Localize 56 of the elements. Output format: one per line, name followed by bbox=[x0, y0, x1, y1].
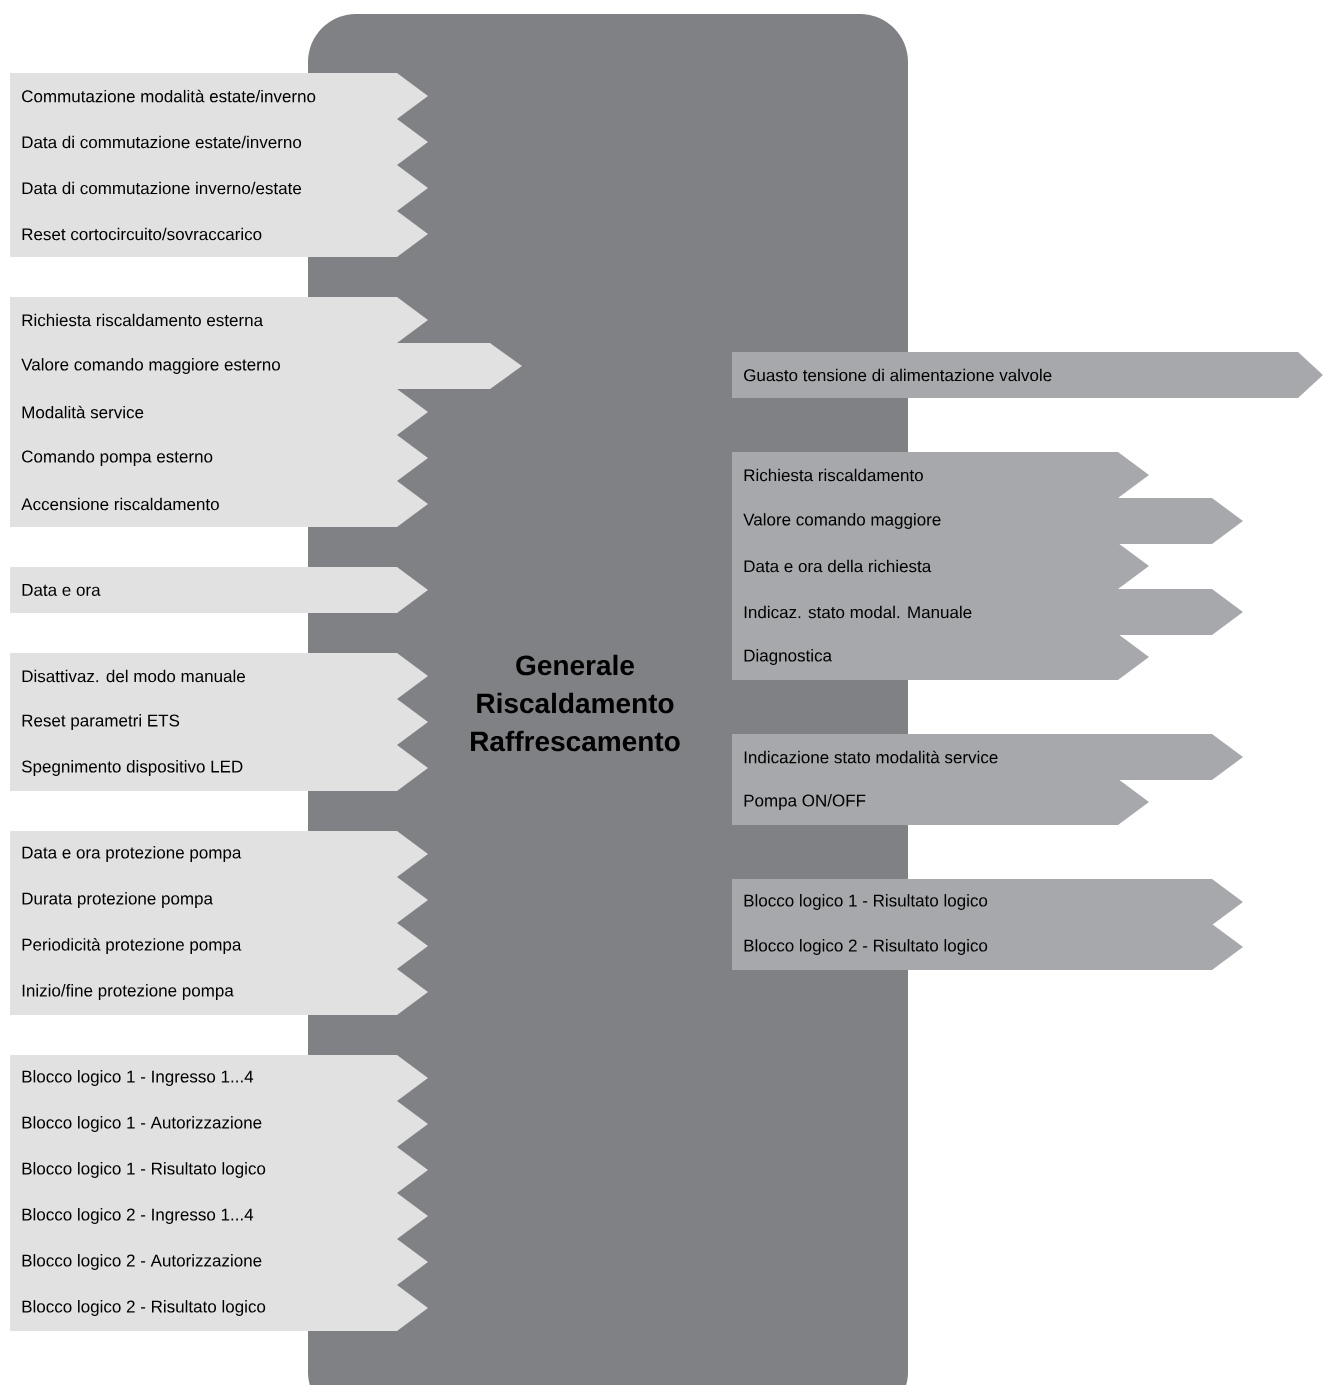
node-label: Durata protezione pompa bbox=[22, 892, 213, 908]
arrow-band: Disattivaz. del modo manuale bbox=[10, 653, 428, 699]
node-label: Accensione riscaldamento bbox=[21, 497, 219, 511]
arrow-band: Data e ora bbox=[10, 567, 428, 613]
node-label: Inizio/fine protezione pompa bbox=[22, 984, 234, 1000]
arrow-band: Commutazione modalità estate/inverno bbox=[10, 73, 428, 119]
node-label: Blocco logico 1 - Risultato logico bbox=[22, 1162, 266, 1178]
arrow-band: Spegnimento dispositivo LED bbox=[10, 745, 428, 791]
arrow-band: Indicazione stato modalità service bbox=[732, 734, 1243, 780]
arrow-band: Reset cortocircuito/sovraccarico bbox=[10, 211, 428, 257]
arrow-band: Blocco logico 1 - Risultato logico bbox=[732, 879, 1243, 925]
node-label: Diagnostica bbox=[744, 649, 833, 665]
node-label: Comando pompa esterno bbox=[22, 450, 213, 466]
node-label: Modalità service bbox=[22, 405, 144, 419]
node-label: Blocco logico 1 - Ingresso 1...4 bbox=[22, 1070, 254, 1086]
arrow-band: Pompa ON/OFF bbox=[732, 779, 1149, 825]
node-label: Pompa ON/OFF bbox=[744, 794, 866, 810]
node-label: Disattivaz. del modo manuale bbox=[22, 669, 245, 683]
arrow-band: Inizio/fine protezione pompa bbox=[10, 969, 428, 1015]
arrow-band: Comando pompa esterno bbox=[10, 435, 428, 481]
node-label: Valore comando maggiore esterno bbox=[21, 358, 280, 374]
arrow-band: Accensione riscaldamento bbox=[10, 481, 428, 527]
node-label: Reset cortocircuito/sovraccarico bbox=[22, 227, 262, 241]
arrow-band: Durata protezione pompa bbox=[10, 877, 428, 923]
node-label: Blocco logico 1 - Autorizzazione bbox=[22, 1116, 262, 1132]
arrow-band: Blocco logico 1 - Autorizzazione bbox=[10, 1101, 428, 1147]
node-label: Blocco logico 2 - Ingresso 1...4 bbox=[22, 1208, 254, 1224]
node-label: Data di commutazione inverno/estate bbox=[22, 181, 302, 195]
arrow-band: Data di commutazione estate/inverno bbox=[10, 119, 428, 165]
arrow-band: Data e ora protezione pompa bbox=[10, 831, 428, 877]
node-label: Blocco logico 2 - Risultato logico bbox=[22, 1300, 266, 1316]
arrow-band: Indicaz. stato modal. Manuale bbox=[732, 589, 1243, 635]
arrow-band: Diagnostica bbox=[732, 634, 1149, 680]
node-label: Data e ora protezione pompa bbox=[22, 846, 242, 862]
arrow-band: Blocco logico 2 - Risultato logico bbox=[10, 1285, 428, 1331]
arrow-band: Valore comando maggiore esterno bbox=[10, 343, 522, 389]
node-label: Blocco logico 2 - Autorizzazione bbox=[22, 1254, 262, 1270]
arrow-band: Blocco logico 2 - Risultato logico bbox=[732, 924, 1243, 970]
arrow-band: Blocco logico 1 - Risultato logico bbox=[10, 1147, 428, 1193]
node-label: Data di commutazione estate/inverno bbox=[22, 135, 302, 149]
node-label: Periodicità protezione pompa bbox=[22, 937, 242, 955]
arrow-band: Data e ora della richiesta bbox=[732, 543, 1149, 589]
node-label: Richiesta riscaldamento esterna bbox=[22, 313, 264, 327]
arrow-band: Guasto tensione di alimentazione valvole bbox=[732, 352, 1323, 398]
arrow-band: Blocco logico 2 - Autorizzazione bbox=[10, 1239, 428, 1285]
node-label: Reset parametri ETS bbox=[22, 714, 180, 730]
arrow-band: Modalità service bbox=[10, 389, 428, 435]
arrow-band: Valore comando maggiore bbox=[732, 498, 1243, 544]
arrow-band: Richiesta riscaldamento esterna bbox=[10, 297, 428, 343]
arrow-band: Richiesta riscaldamento bbox=[732, 452, 1149, 498]
arrow-band: Blocco logico 1 - Ingresso 1...4 bbox=[10, 1055, 428, 1101]
node-label: Spegnimento dispositivo LED bbox=[21, 760, 243, 776]
arrow-band: Data di commutazione inverno/estate bbox=[10, 165, 428, 211]
arrow-band: Blocco logico 2 - Ingresso 1...4 bbox=[10, 1193, 428, 1239]
arrow-band: Reset parametri ETS bbox=[10, 699, 428, 745]
arrow-band: Periodicità protezione pompa bbox=[10, 923, 428, 969]
